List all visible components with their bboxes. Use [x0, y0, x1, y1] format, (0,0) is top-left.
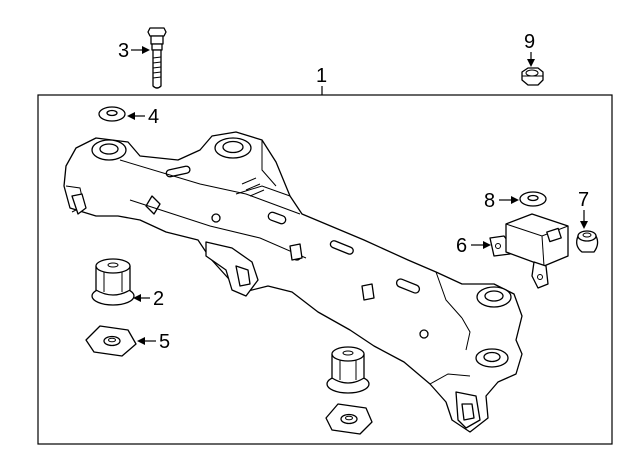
bushing-icon: [91, 258, 135, 306]
callout-6: 6: [456, 235, 467, 257]
crossmember-frame-icon: [63, 131, 523, 433]
plate-icon: [85, 325, 137, 357]
callout-4: 4: [148, 106, 159, 128]
plate-icon: [325, 403, 373, 435]
washer-icon: [519, 191, 547, 207]
bolt-icon: [147, 27, 167, 89]
callout-8: 8: [484, 190, 495, 212]
callout-2: 2: [153, 288, 164, 310]
diagram-frame: [37, 94, 613, 445]
washer-icon: [98, 106, 126, 122]
callout-3: 3: [118, 40, 129, 62]
nut-icon: [521, 67, 544, 86]
callout-1: 1: [316, 65, 327, 87]
module-bracket-icon: [489, 213, 569, 289]
callout-7: 7: [578, 189, 589, 211]
callout-9: 9: [524, 31, 535, 53]
cap-icon: [576, 230, 599, 253]
bushing-icon: [326, 346, 370, 394]
callout-5: 5: [159, 331, 170, 353]
